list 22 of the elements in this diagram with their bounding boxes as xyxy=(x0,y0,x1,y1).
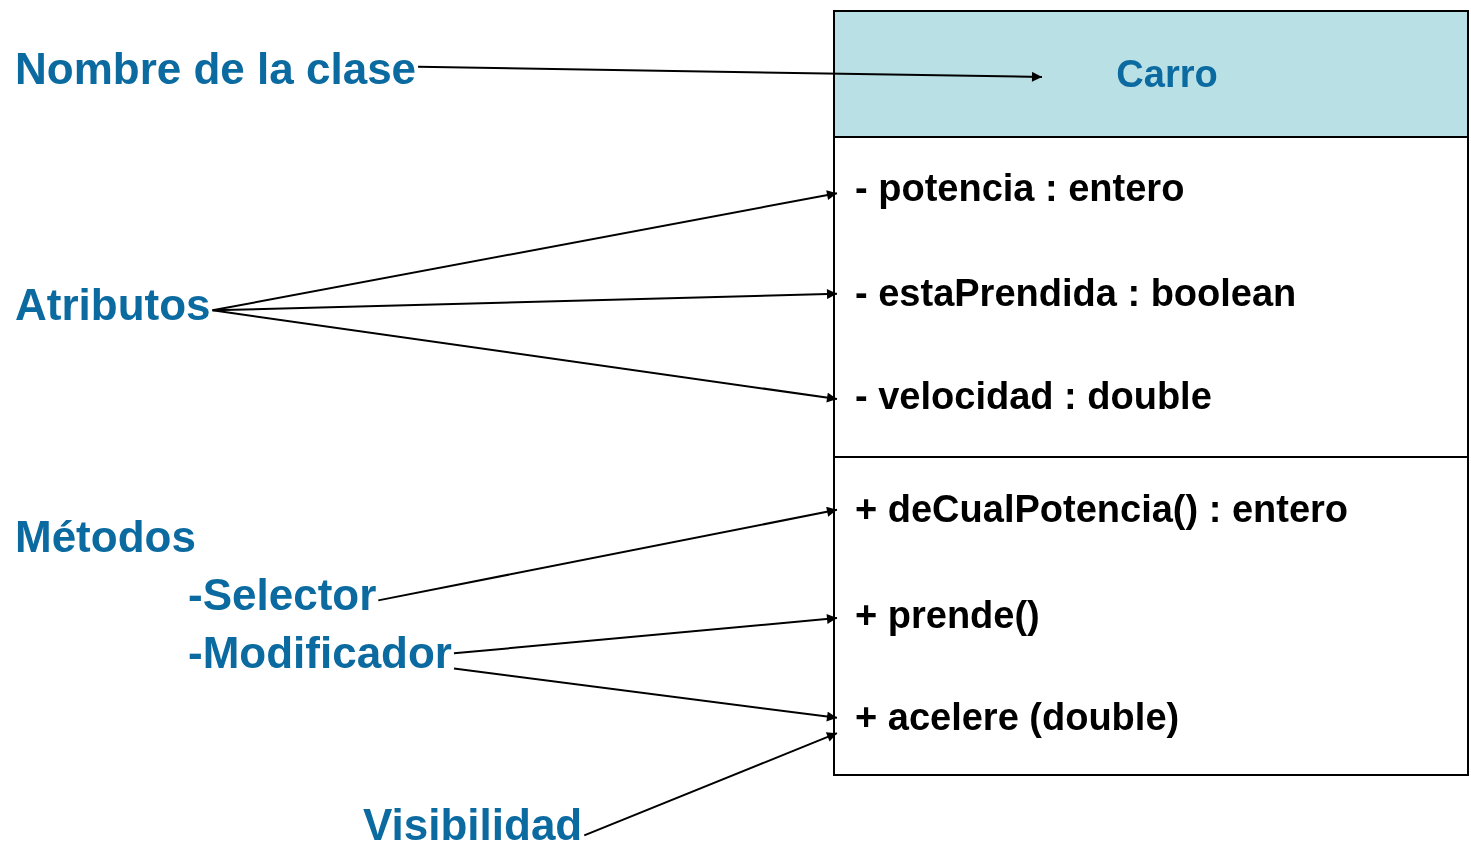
arrow xyxy=(417,65,1043,82)
class-name: Carro xyxy=(1042,44,1292,104)
annotation-label: Atributos xyxy=(15,280,211,331)
arrow xyxy=(453,667,838,722)
class-member: - velocidad : double xyxy=(837,375,1212,419)
annotation-label: -Modificador xyxy=(188,628,452,679)
annotation-label: -Selector xyxy=(188,570,377,621)
class-member: + prende() xyxy=(837,594,1040,638)
arrow xyxy=(453,613,838,655)
arrow xyxy=(211,289,838,312)
class-box xyxy=(833,10,1469,776)
annotation-label: Nombre de la clase xyxy=(15,44,417,95)
class-member: + deCualPotencia() : entero xyxy=(837,488,1349,532)
class-member: - potencia : entero xyxy=(837,167,1185,211)
class-member: - estaPrendida : boolean xyxy=(837,272,1297,316)
arrow xyxy=(211,309,838,403)
annotation-label: Visibilidad xyxy=(363,800,583,846)
class-member: + acelere (double) xyxy=(837,696,1180,740)
section-label: Métodos xyxy=(15,512,196,563)
arrow xyxy=(583,732,838,837)
arrow xyxy=(377,506,838,602)
arrow xyxy=(211,190,838,312)
